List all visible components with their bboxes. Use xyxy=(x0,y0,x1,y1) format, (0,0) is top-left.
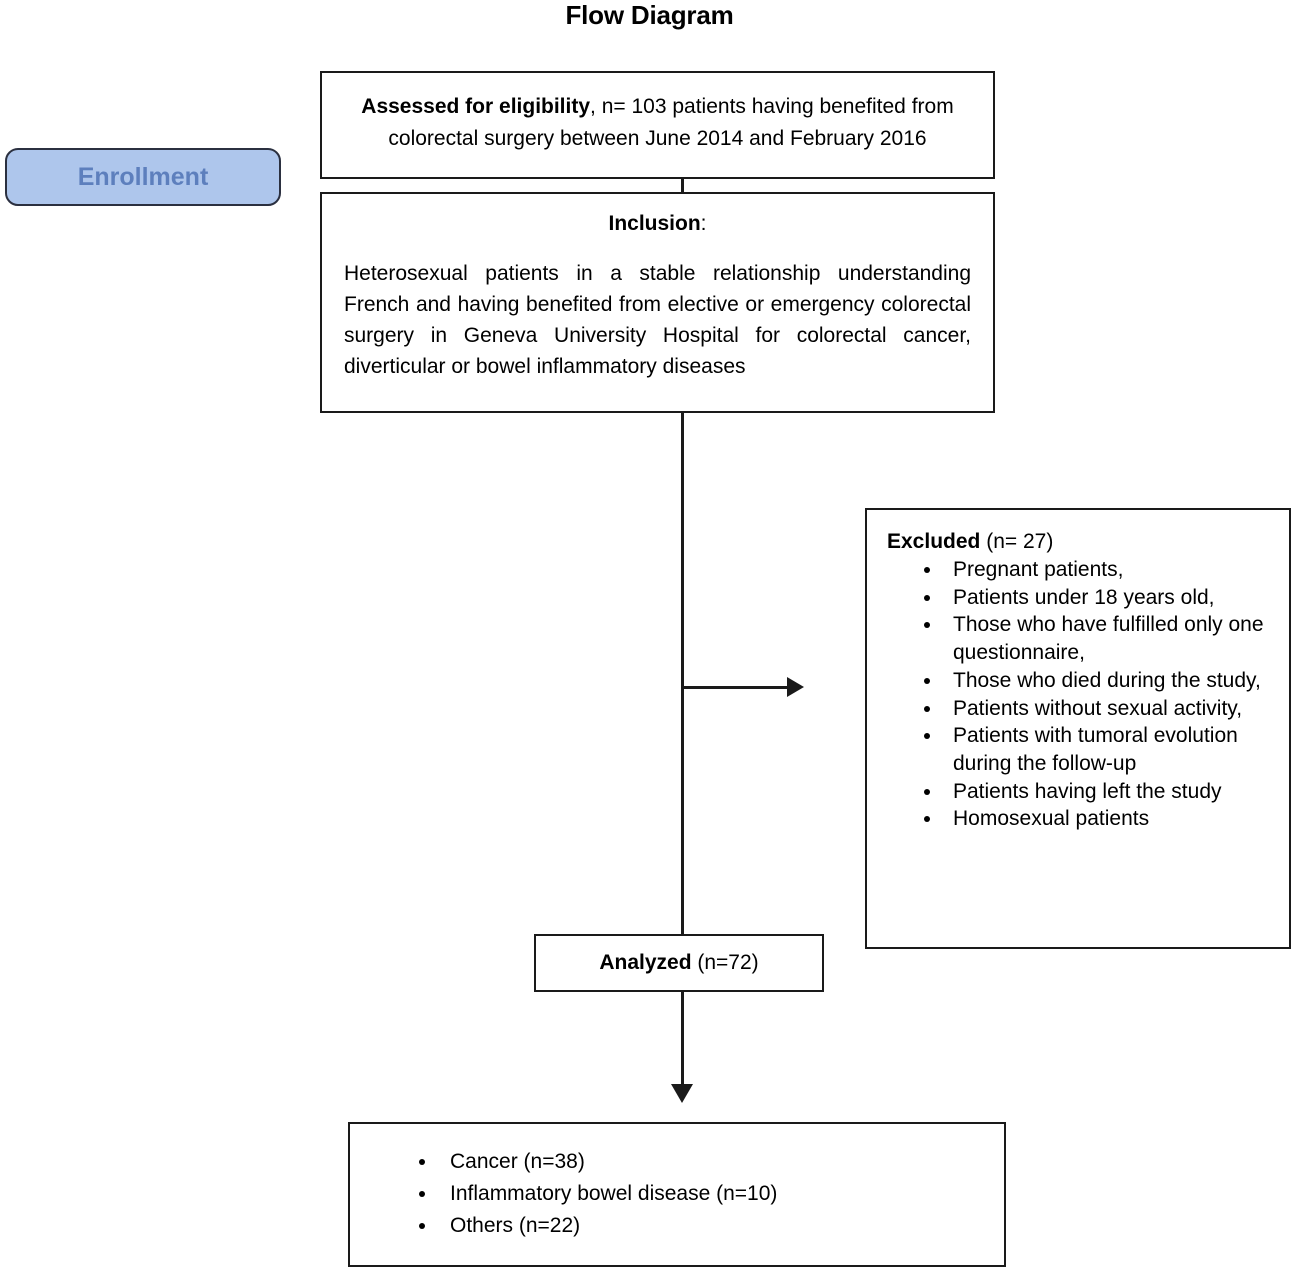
stage-badge-label: Enrollment xyxy=(77,162,209,191)
connector-to-excluded xyxy=(681,686,789,689)
eligibility-text: , n= 103 patients having benefited from … xyxy=(388,95,954,150)
excluded-list: Pregnant patients, Patients under 18 yea… xyxy=(887,556,1279,833)
box-excluded: Excluded (n= 27) Pregnant patients, Pati… xyxy=(865,508,1291,949)
analyzed-heading: Analyzed xyxy=(599,951,692,974)
analyzed-count: (n=72) xyxy=(691,951,759,974)
eligibility-heading: Assessed for eligibility xyxy=(361,95,591,118)
box-assessed-for-eligibility: Assessed for eligibility, n= 103 patient… xyxy=(320,71,995,179)
inclusion-heading-suffix: : xyxy=(700,212,707,235)
outcomes-list: Cancer (n=38) Inflammatory bowel disease… xyxy=(360,1146,994,1242)
connector-main-spine xyxy=(681,413,684,936)
stage-badge-enrollment: Enrollment xyxy=(5,148,281,206)
list-item: Those who have fulfilled only one questi… xyxy=(943,611,1279,666)
excluded-count: (n= 27) xyxy=(980,530,1054,553)
box-inclusion: Inclusion: Heterosexual patients in a st… xyxy=(320,192,995,413)
list-item: Patients with tumoral evolution during t… xyxy=(943,722,1279,777)
list-item: Those who died during the study, xyxy=(943,667,1279,695)
arrowhead-to-excluded xyxy=(787,677,804,697)
analyzed-row: Analyzed (n=72) xyxy=(599,951,758,975)
box-analyzed: Analyzed (n=72) xyxy=(534,934,824,992)
inclusion-heading: Inclusion xyxy=(608,212,701,235)
list-item: Inflammatory bowel disease (n=10) xyxy=(438,1178,994,1210)
connector-eligibility-to-inclusion xyxy=(681,178,684,194)
inclusion-heading-row: Inclusion: xyxy=(340,212,975,236)
list-item: Cancer (n=38) xyxy=(438,1146,994,1178)
excluded-heading: Excluded xyxy=(887,530,981,553)
list-item: Patients without sexual activity, xyxy=(943,695,1279,723)
list-item: Patients under 18 years old, xyxy=(943,584,1279,612)
list-item: Pregnant patients, xyxy=(943,556,1279,584)
excluded-heading-row: Excluded (n= 27) xyxy=(887,530,1279,554)
box-outcomes: Cancer (n=38) Inflammatory bowel disease… xyxy=(348,1122,1006,1267)
inclusion-body: Heterosexual patients in a stable relati… xyxy=(344,262,971,379)
page-title: Flow Diagram xyxy=(565,0,734,30)
arrowhead-to-outcomes xyxy=(671,1084,693,1103)
list-item: Patients having left the study xyxy=(943,778,1279,806)
list-item: Others (n=22) xyxy=(438,1210,994,1242)
list-item: Homosexual patients xyxy=(943,805,1279,833)
connector-analyzed-to-outcomes xyxy=(681,991,684,1086)
